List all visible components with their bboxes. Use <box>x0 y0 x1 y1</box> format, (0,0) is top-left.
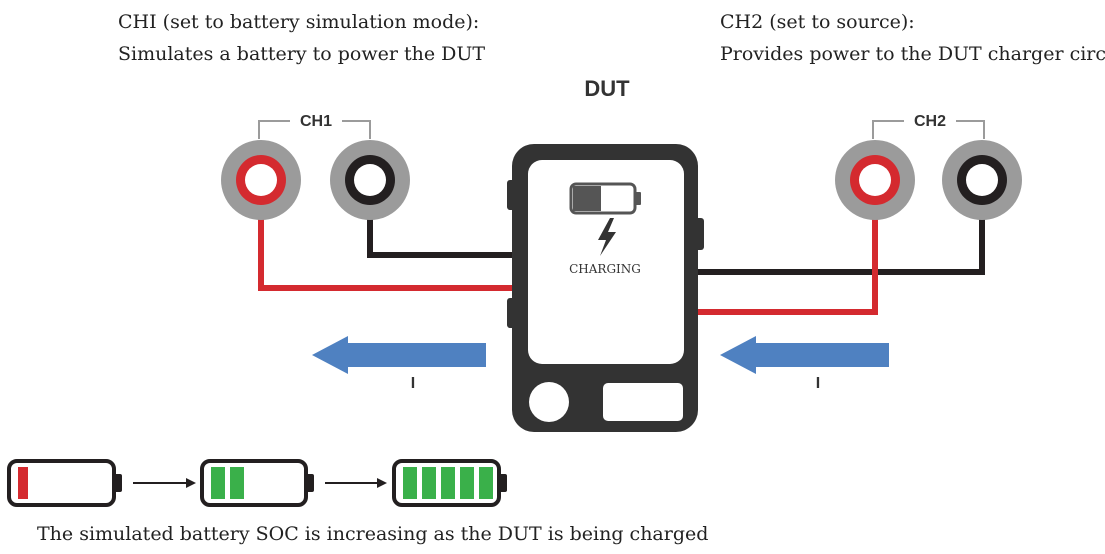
battery-charge-cell <box>479 467 493 499</box>
dut-home-button <box>529 382 569 422</box>
battery-charge-cell <box>441 467 455 499</box>
battery-charge-cell <box>403 467 417 499</box>
lightning-bolt-icon <box>598 218 616 256</box>
battery-charge-cell <box>422 467 436 499</box>
ch1-positive-terminal <box>221 140 301 220</box>
right-current-arrow <box>720 336 889 374</box>
soc-sequence <box>7 459 507 507</box>
battery-icon <box>392 459 507 507</box>
dut-device: CHARGING <box>507 144 704 432</box>
battery-charge-cell <box>211 467 225 499</box>
right-current-label: I <box>816 375 820 392</box>
arrow-right-icon <box>325 478 387 488</box>
ch2-positive-wire <box>695 180 878 315</box>
ch1-description-line1: CHI (set to battery simulation mode): <box>118 11 479 33</box>
dut-port <box>603 383 683 421</box>
soc-caption: The simulated battery SOC is increasing … <box>37 523 708 545</box>
ch1-description-line2: Simulates a battery to power the DUT <box>118 43 485 65</box>
battery-icon <box>200 459 314 507</box>
ch2-label: CH2 <box>914 113 946 130</box>
left-current-label: I <box>411 375 415 392</box>
battery-half-icon <box>569 182 641 215</box>
ch2-positive-terminal <box>835 140 915 220</box>
battery-icon <box>7 459 122 507</box>
ch1-negative-terminal <box>330 140 410 220</box>
ch2-description-line2: Provides power to the DUT charger circui… <box>720 43 1105 65</box>
ch2-bracket <box>872 120 985 139</box>
ch1-label: CH1 <box>300 113 332 130</box>
battery-charge-cell <box>460 467 474 499</box>
ch1-bracket <box>258 120 371 139</box>
battery-charge-cell <box>18 467 28 499</box>
dut-status-text: CHARGING <box>569 262 641 276</box>
ch2-description-line1: CH2 (set to source): <box>720 11 915 33</box>
dut-title: DUT <box>584 76 630 101</box>
ch2-negative-terminal <box>942 140 1022 220</box>
arrow-right-icon <box>133 478 196 488</box>
dut-screen <box>528 160 684 364</box>
battery-charge-cell <box>230 467 244 499</box>
left-current-arrow <box>312 336 486 374</box>
